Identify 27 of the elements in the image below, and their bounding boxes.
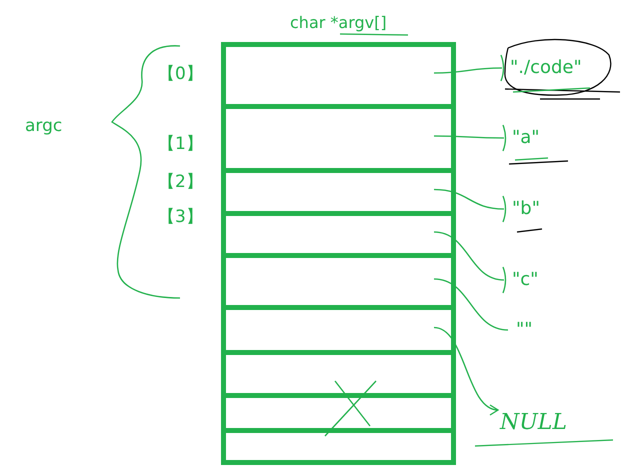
index-label: 【3】 bbox=[158, 207, 203, 227]
array-declaration: char *argv[] bbox=[290, 13, 387, 33]
connector-line bbox=[434, 188, 506, 223]
arrow bbox=[434, 326, 499, 414]
index-label: 【0】 bbox=[158, 64, 203, 84]
connector-line bbox=[434, 54, 504, 82]
parameter-label: argc bbox=[25, 116, 62, 136]
connector-line bbox=[434, 231, 506, 294]
string-literal: "" bbox=[516, 318, 556, 342]
array-cell bbox=[221, 168, 456, 211]
array-cell bbox=[221, 104, 456, 168]
array-cell bbox=[221, 42, 456, 104]
array-cell bbox=[221, 253, 456, 305]
string-literal: "a" bbox=[512, 126, 546, 150]
array-cell bbox=[221, 350, 456, 393]
string-literal: "c" bbox=[512, 268, 546, 292]
array-cell bbox=[221, 211, 456, 253]
index-label: 【2】 bbox=[158, 172, 203, 192]
connector-line bbox=[434, 278, 508, 331]
handwritten-text: NULL bbox=[500, 410, 570, 436]
array-cell bbox=[221, 393, 456, 428]
array-cell bbox=[221, 428, 456, 465]
index-label: 【1】 bbox=[158, 134, 203, 154]
array-cell bbox=[221, 305, 456, 350]
connector-line bbox=[434, 124, 506, 152]
string-literal: "./code" bbox=[510, 56, 600, 80]
string-literal: "b" bbox=[512, 197, 546, 221]
